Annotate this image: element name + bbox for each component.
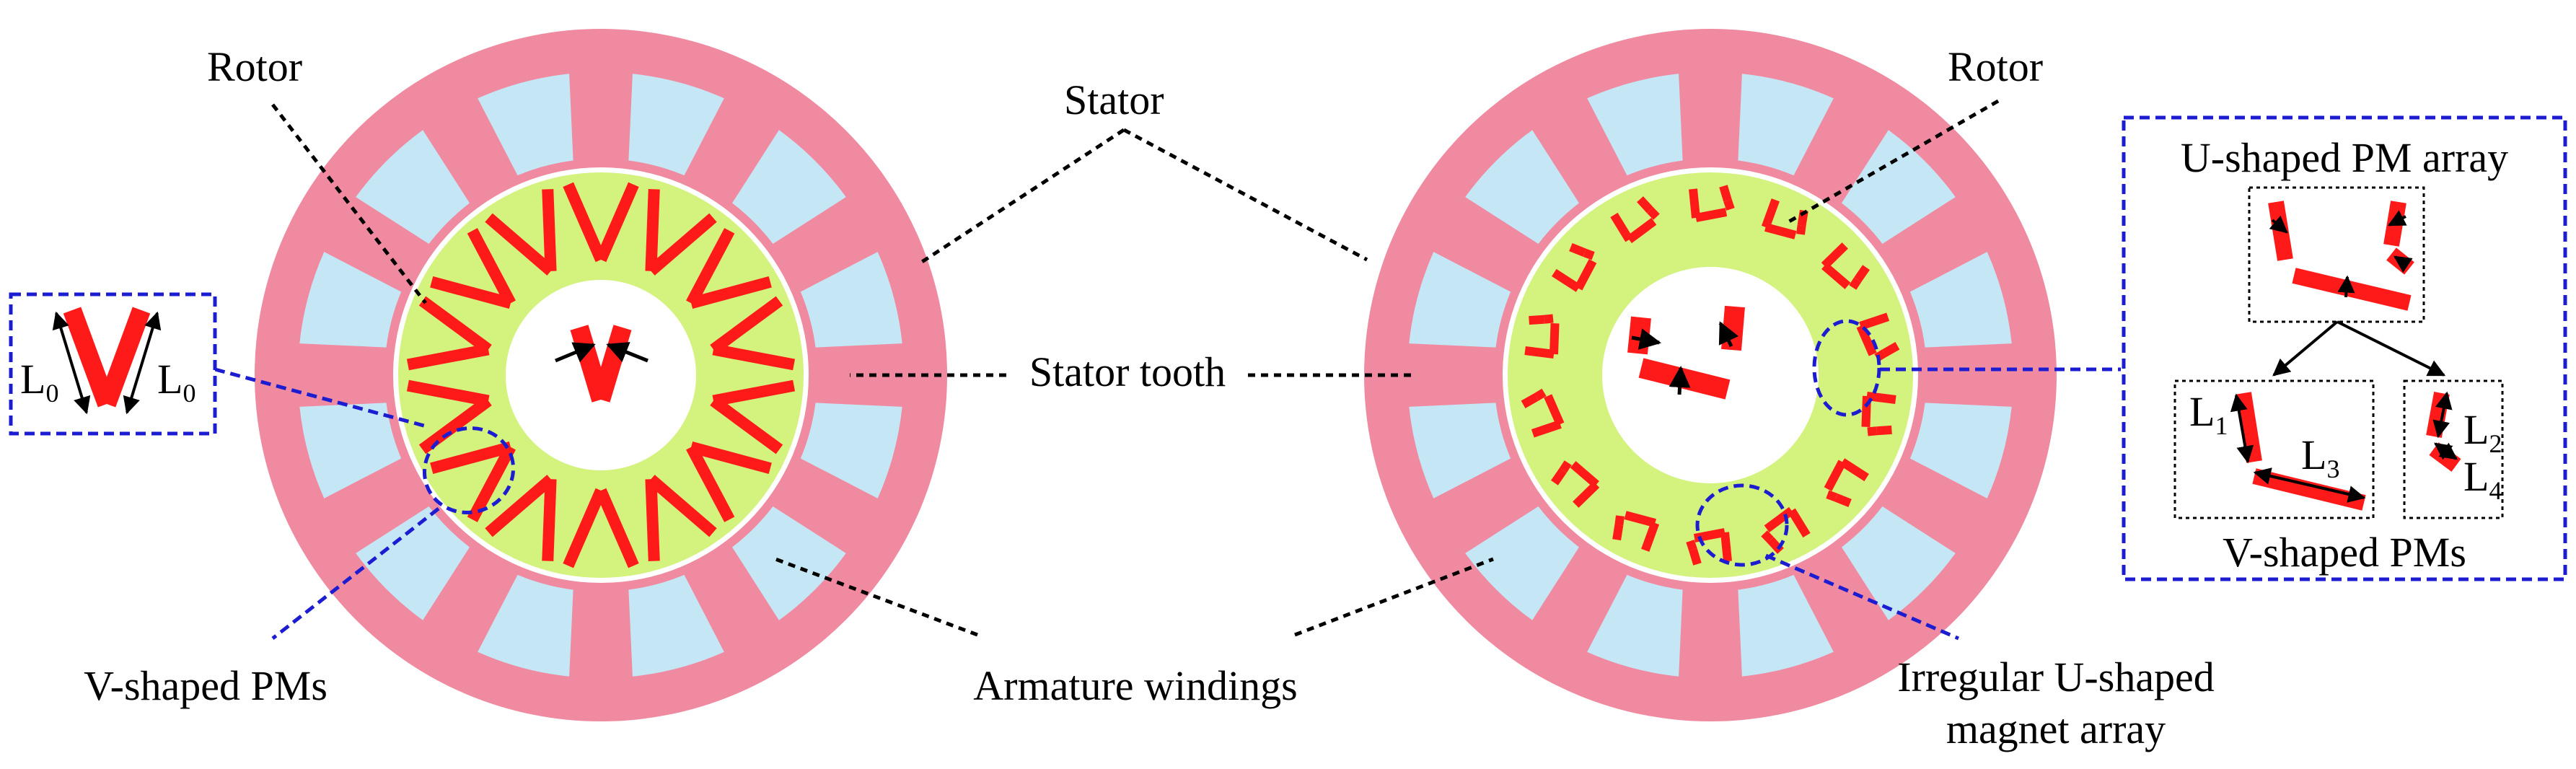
armature-slot xyxy=(299,252,402,348)
left-inset-L0-left: L0 xyxy=(20,356,58,408)
armature-slot xyxy=(1842,506,1956,620)
label-stator-tooth: Stator tooth xyxy=(1029,348,1226,395)
v-pm-leg xyxy=(542,478,557,561)
armature-slot xyxy=(1465,130,1579,244)
armature-slot xyxy=(628,74,724,176)
v-pm-leg xyxy=(595,488,639,568)
v-pm-leg xyxy=(542,189,557,272)
armature-slot xyxy=(800,403,902,498)
u-array-magnets xyxy=(2268,201,2414,311)
left-highlight-ellipse xyxy=(422,426,516,514)
v-pm-leg xyxy=(485,213,555,276)
left-v-shaped-pms xyxy=(406,182,796,568)
right-highlight-ellipse-bottom xyxy=(1695,483,1789,567)
v-pm-leg xyxy=(710,396,783,454)
u-pm-group xyxy=(1861,392,1896,436)
v-pm-leg xyxy=(710,296,783,354)
u-pm-group xyxy=(1551,460,1600,508)
label-L4: L4 xyxy=(2463,453,2502,505)
v-pm-leg xyxy=(485,475,555,537)
v-pm-leg xyxy=(430,276,512,309)
v-pm-leg xyxy=(712,379,796,407)
v-pm-leg xyxy=(686,444,735,522)
right-inset-title: U-shaped PM array xyxy=(2181,134,2508,181)
armature-slot xyxy=(1909,403,2012,498)
left-inset-v-detail: L0 L0 xyxy=(9,292,217,436)
armature-slot xyxy=(356,506,470,620)
v-pm-leg xyxy=(595,182,639,263)
label-stator: Stator xyxy=(1064,76,1164,123)
v-pm-leg xyxy=(406,343,490,371)
v-pm-leg xyxy=(563,488,607,568)
label-irregular-line1: Irregular U-shaped xyxy=(1897,654,2215,700)
v-pm-leg xyxy=(467,444,516,522)
armature-slot xyxy=(1409,403,1511,498)
label-armature-windings: Armature windings xyxy=(973,662,1297,709)
u-pm-group xyxy=(1521,388,1565,438)
v-pm-leg xyxy=(563,182,607,263)
v-pm-leg xyxy=(645,478,660,561)
armature-slot xyxy=(1738,574,1834,677)
armature-slot xyxy=(1738,74,1834,176)
label-irregular-line2: magnet array xyxy=(1946,706,2166,752)
right-inset-footer: V-shaped PMs xyxy=(2223,529,2466,576)
armature-slot xyxy=(356,130,470,244)
armature-slot xyxy=(1465,506,1579,620)
u-pm-group xyxy=(1610,196,1660,244)
label-L2: L2 xyxy=(2463,406,2502,458)
left-motor-cross-section xyxy=(255,29,947,721)
armature-slot xyxy=(299,403,402,498)
v-pm-leg xyxy=(645,189,660,272)
u-pm-group xyxy=(1552,243,1597,292)
v-pm-leg xyxy=(418,296,492,354)
right-center-u-magnet xyxy=(1627,305,1745,400)
left-inset-frame xyxy=(9,292,217,436)
v-pm-leg xyxy=(690,276,772,309)
u-pm-group xyxy=(1524,314,1560,359)
label-v-shaped-pms: V-shaped PMs xyxy=(84,662,328,709)
v-pm-leg xyxy=(686,228,735,306)
right-highlight-ellipse-side xyxy=(1812,319,1881,417)
v-pm-leg xyxy=(467,228,516,306)
right-u-shaped-pm-array xyxy=(1521,185,1900,566)
v-pm-leg xyxy=(430,441,512,474)
v-pm-leg xyxy=(406,379,490,407)
v-pm-right-magnets xyxy=(2426,391,2461,472)
right-motor-cross-section xyxy=(1364,29,2057,721)
v-pm-left-magnets xyxy=(2230,392,2366,511)
v-pm-leg xyxy=(712,343,796,371)
armature-slot xyxy=(628,574,724,677)
v-pm-leg xyxy=(690,441,772,474)
black-leader-lines xyxy=(271,99,2000,637)
label-L3: L3 xyxy=(2301,431,2339,483)
v-pm-leg xyxy=(418,396,492,454)
label-rotor-left: Rotor xyxy=(207,43,302,90)
u-pm-group xyxy=(1689,185,1735,222)
armature-slot xyxy=(1409,252,1511,348)
right-inset-u-array-detail: U-shaped PM array L1 L3 xyxy=(2122,115,2567,581)
armature-slot xyxy=(478,574,573,677)
right-armature-winding-slots xyxy=(1409,74,2012,677)
left-armature-winding-slots xyxy=(299,74,902,677)
u-pm-group xyxy=(1612,511,1660,552)
armature-slot xyxy=(1587,74,1683,176)
armature-slot xyxy=(478,74,573,176)
left-inset-L0-right: L0 xyxy=(157,356,195,408)
armature-slot xyxy=(732,130,846,244)
armature-slot xyxy=(800,252,902,348)
armature-slot xyxy=(1587,574,1683,677)
armature-slot xyxy=(1909,252,2012,348)
armature-slot xyxy=(1842,130,1956,244)
label-rotor-right: Rotor xyxy=(1948,43,2043,90)
label-L1: L1 xyxy=(2189,388,2228,440)
v-pm-leg xyxy=(647,213,717,276)
u-pm-group xyxy=(1824,458,1869,507)
v-pm-leg xyxy=(647,475,717,537)
blue-leader-lines xyxy=(214,367,2121,641)
left-center-v-magnet xyxy=(555,325,649,403)
u-pm-group xyxy=(1821,242,1870,290)
